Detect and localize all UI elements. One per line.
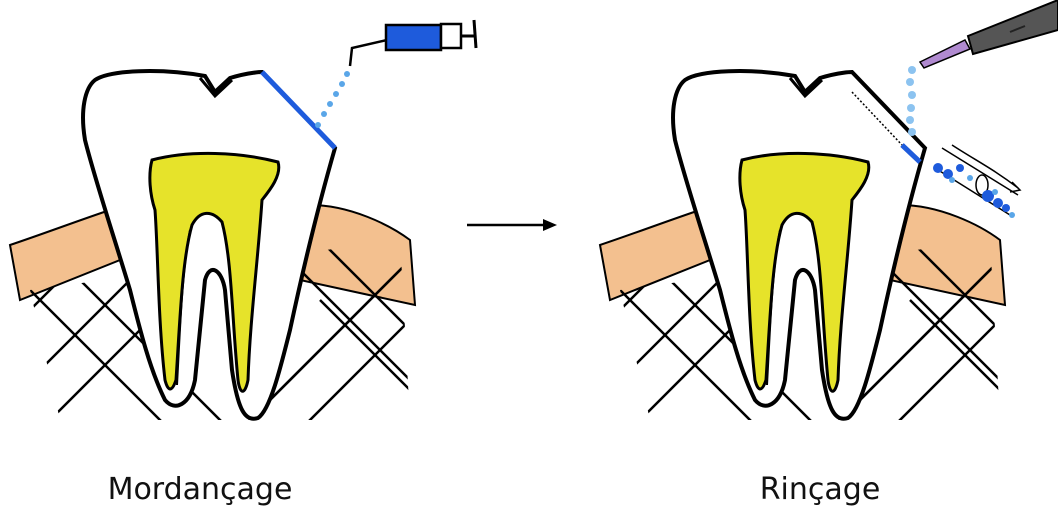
etching-illustration: [0, 0, 500, 450]
gum: [10, 210, 120, 300]
step-label-etching: Mordançage: [100, 472, 300, 507]
rinse-droplets: [933, 163, 1015, 218]
step-label-rinsing: Rinçage: [720, 472, 920, 507]
tooth-crown: [83, 71, 335, 419]
water-spray: [906, 66, 916, 136]
gum: [600, 210, 710, 300]
rinsing-illustration: [590, 0, 1058, 450]
tooth-crown: [673, 71, 925, 419]
etchant-drops: [315, 71, 350, 128]
syringe-icon: [350, 20, 476, 66]
air-water-syringe-icon: [920, 0, 1058, 68]
arrow-right-icon: [465, 215, 560, 235]
